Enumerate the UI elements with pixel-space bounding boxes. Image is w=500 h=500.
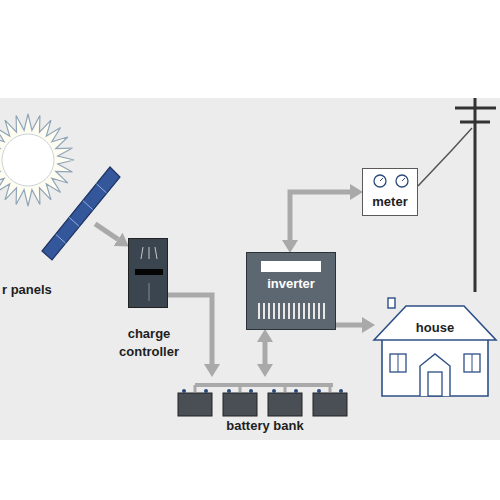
chimney (388, 298, 395, 308)
panel-cell-line (69, 217, 79, 226)
house-wall (382, 338, 488, 396)
vent-slot (303, 303, 305, 319)
node-label: r panels (2, 281, 92, 299)
vent-slot (313, 303, 315, 319)
vent-slot (283, 303, 285, 319)
battery-lead (329, 385, 332, 392)
battery-terminal (339, 389, 343, 393)
panel-cell-line (83, 201, 93, 210)
dial-needle (402, 178, 405, 181)
flow-arrow (95, 224, 118, 239)
vent-slot (323, 303, 325, 319)
diagram-node: r panels (38, 165, 122, 260)
sun-disc (2, 134, 54, 186)
node-figure (175, 376, 355, 418)
backdrop-panel (0, 98, 500, 440)
controller-led (149, 247, 150, 259)
node-label: meter (363, 193, 417, 211)
battery-cell (178, 393, 212, 416)
battery-cell (223, 393, 257, 416)
service-wire (418, 128, 472, 186)
battery-terminal (227, 389, 231, 393)
house-window (390, 354, 406, 372)
controller-led (155, 247, 157, 259)
controller-seam (149, 283, 150, 301)
battery-lead (239, 385, 242, 392)
node-label: house (372, 319, 498, 337)
house-window (464, 354, 480, 372)
solar-panel (42, 167, 120, 260)
controller-led (141, 247, 143, 259)
vent-slot (278, 303, 280, 319)
vent-slot (263, 303, 265, 319)
diagram-node: inverter (246, 252, 336, 330)
battery-terminal (272, 389, 276, 393)
battery-bus (195, 383, 333, 387)
window-bar (472, 354, 473, 372)
diagram-node: meter (362, 168, 418, 216)
diagram-node: charge controller (128, 238, 168, 308)
battery-terminal (294, 389, 298, 393)
inverter-display (261, 261, 321, 272)
vent-slot (268, 303, 270, 319)
window-bar (398, 354, 399, 372)
panel-cell-line (56, 234, 66, 243)
battery-lead (194, 385, 197, 392)
vent-slot (273, 303, 275, 319)
battery-cell (268, 393, 302, 416)
meter-dial (396, 175, 408, 187)
house-door (428, 372, 442, 396)
utility-pole (455, 98, 496, 292)
battery-terminal (182, 389, 186, 393)
flow-arrow (290, 192, 350, 240)
controller-display (135, 269, 163, 275)
node-label: battery bank (175, 417, 355, 435)
sun-rays (0, 114, 74, 206)
node-figure (38, 165, 122, 260)
vent-slot (288, 303, 290, 319)
sun-symbol (0, 114, 74, 206)
panel-cell-line (96, 184, 106, 193)
node-label: inverter (247, 275, 335, 293)
vent-slot (318, 303, 320, 319)
flow-arrow (336, 323, 362, 328)
diagram-node: battery bank (175, 376, 355, 418)
flow-arrow (263, 342, 268, 364)
battery-terminal (204, 389, 208, 393)
battery-terminal (249, 389, 253, 393)
vent-slot (298, 303, 300, 319)
vent-slot (308, 303, 310, 319)
node-figure (129, 239, 167, 307)
vent-slot (258, 303, 260, 319)
node-figure (372, 296, 498, 398)
porch (420, 354, 450, 396)
node-label: charge controller (104, 325, 194, 361)
battery-terminal (317, 389, 321, 393)
battery-lead (284, 385, 287, 392)
vent-slot (293, 303, 295, 319)
battery-cell (313, 393, 347, 416)
dial-needle (380, 178, 383, 181)
meter-dial (374, 175, 386, 187)
diagram-node: house (372, 296, 498, 398)
